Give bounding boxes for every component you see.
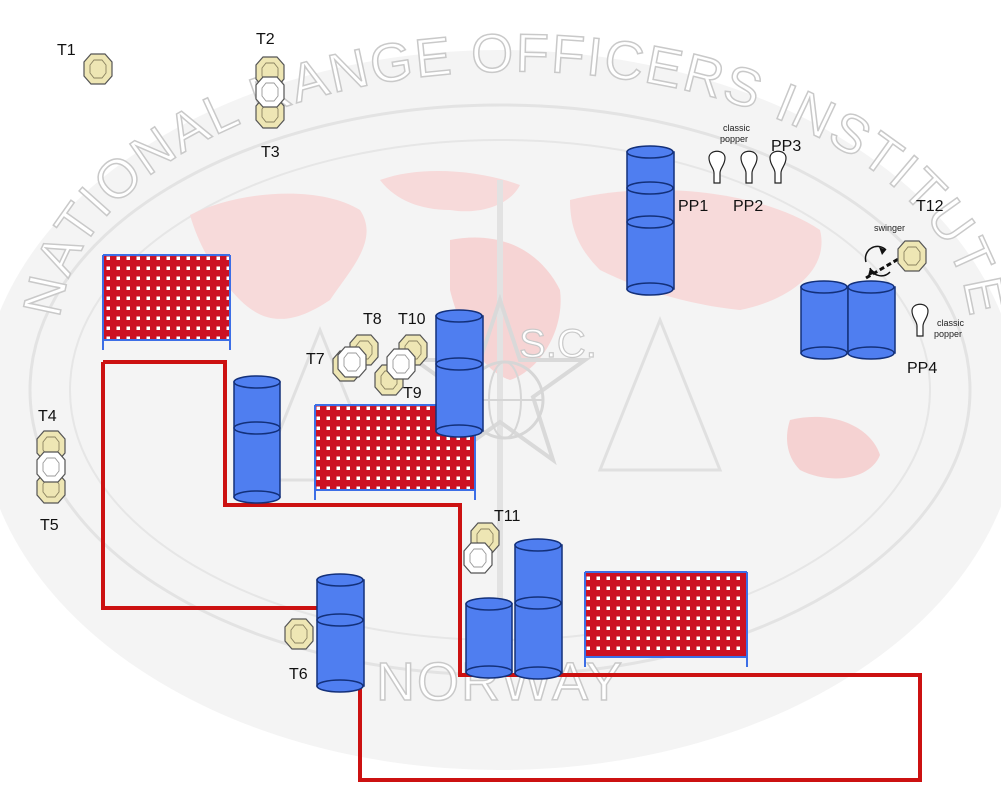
label-t1: T1 bbox=[57, 42, 76, 59]
map-europe-shape bbox=[380, 170, 520, 212]
label-t8: T8 bbox=[363, 311, 382, 328]
barrel-stack-4 bbox=[465, 597, 513, 679]
barrel-stack-7 bbox=[800, 280, 849, 360]
label-swinger: swinger bbox=[874, 223, 905, 233]
fault-line-left bbox=[101, 360, 922, 782]
label-pp1: PP1 bbox=[678, 198, 708, 215]
label-pp4: PP4 bbox=[907, 360, 937, 377]
label-pp2: PP2 bbox=[733, 198, 763, 215]
label-t12: T12 bbox=[916, 198, 944, 215]
label-t5: T5 bbox=[40, 517, 59, 534]
wall-center bbox=[314, 404, 476, 500]
target-t6-icon bbox=[284, 618, 314, 650]
label-classic-popper-top-2: popper bbox=[720, 134, 748, 144]
barrel-stack-1 bbox=[233, 375, 281, 504]
no-shoot-icon bbox=[463, 542, 493, 574]
label-pp3: PP3 bbox=[771, 138, 801, 155]
no-shoot-icon bbox=[36, 451, 66, 483]
label-t6: T6 bbox=[289, 666, 308, 683]
label-classic-popper-right-2: popper bbox=[934, 329, 962, 339]
no-shoot-icon bbox=[255, 76, 285, 108]
barrel-stack-3 bbox=[316, 573, 365, 693]
barrel-stack-2 bbox=[435, 309, 484, 438]
barrel-stack-6 bbox=[626, 145, 675, 296]
target-t12-icon bbox=[897, 240, 927, 272]
label-t3: T3 bbox=[261, 144, 280, 161]
barrel-stack-8 bbox=[847, 280, 896, 360]
watermark-center-text: S.C. bbox=[519, 322, 597, 366]
label-classic-popper-right-1: classic bbox=[937, 318, 965, 328]
label-t7: T7 bbox=[306, 351, 325, 368]
wall-right bbox=[584, 571, 748, 667]
no-shoot-icon bbox=[386, 348, 416, 380]
no-shoot-icon bbox=[337, 346, 367, 378]
wall-left bbox=[102, 254, 231, 350]
swinger-mechanism bbox=[864, 245, 901, 280]
map-americas-shape bbox=[190, 193, 367, 319]
label-t2: T2 bbox=[256, 31, 275, 48]
map-oceania-shape bbox=[787, 416, 880, 479]
label-t11: T11 bbox=[494, 508, 520, 525]
barrel-stack-5 bbox=[514, 538, 563, 680]
target-t1-icon bbox=[83, 53, 113, 85]
label-t4: T4 bbox=[38, 408, 57, 425]
label-classic-popper-top-1: classic bbox=[723, 123, 751, 133]
label-t10: T10 bbox=[398, 311, 426, 328]
label-t9: T9 bbox=[403, 385, 422, 402]
scales-right-shape bbox=[597, 315, 723, 472]
